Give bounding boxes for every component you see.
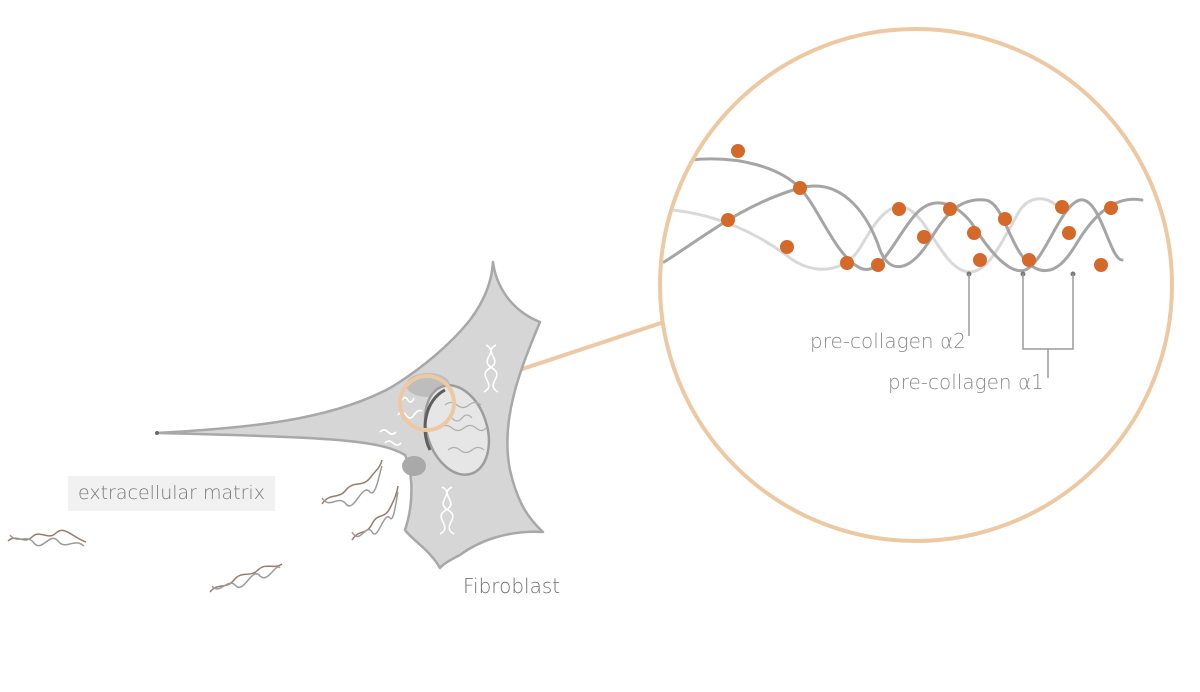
dot	[967, 226, 981, 240]
dot	[1022, 253, 1036, 267]
label-leaders	[966, 271, 1076, 378]
dot	[731, 144, 745, 158]
hydroxyl-dots	[721, 144, 1118, 272]
dot	[780, 240, 794, 254]
dot	[840, 256, 854, 270]
strand-light	[670, 197, 1058, 274]
nucleus-dark-edge	[423, 388, 446, 451]
dot	[1055, 200, 1069, 214]
dot	[943, 202, 957, 216]
fibroblast-cell-body	[155, 260, 545, 570]
zoom-circle	[658, 27, 1174, 543]
cell-protrusion-tip	[155, 431, 159, 435]
extracellular-matrix-label: extracellular matrix	[68, 476, 275, 511]
collagen-fiber-2	[351, 485, 399, 541]
dot	[892, 202, 906, 216]
zoomed-collagen-triple-helix	[662, 144, 1144, 378]
dot	[917, 230, 931, 244]
dot	[871, 258, 885, 272]
nucleus-squiggles	[439, 401, 487, 454]
collagen-fiber-3	[7, 529, 87, 547]
dot	[793, 181, 807, 195]
cell-helix-lower	[439, 486, 455, 535]
pre-collagen-alpha2-label: pre-collagen α2	[810, 329, 966, 353]
collagen-fiber-4	[209, 563, 283, 593]
dot	[1094, 258, 1108, 272]
collagen-fiber-1	[321, 459, 383, 507]
organelle-bump-lower	[402, 456, 426, 476]
cell-helix-upper-right	[483, 344, 499, 393]
fibroblast-label: Fibroblast	[463, 574, 561, 598]
highlight-circle	[398, 374, 456, 432]
dot	[973, 253, 987, 267]
dot	[721, 213, 735, 227]
pre-collagen-alpha1-label: pre-collagen α1	[888, 370, 1044, 394]
dot	[998, 212, 1012, 226]
dot	[1104, 201, 1118, 215]
dot	[1062, 226, 1076, 240]
